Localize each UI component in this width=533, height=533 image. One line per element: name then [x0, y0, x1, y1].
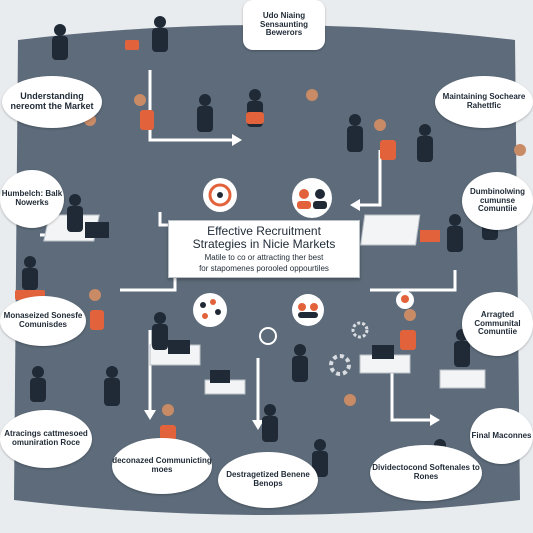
label-dividectocond-text: Dividectocond Softenales to Rones: [372, 463, 480, 481]
team-icon-2: [292, 294, 324, 326]
label-dumbinolwing-text: Dumbinolwing cumunse Comuntiie: [469, 186, 526, 214]
network-icon: [193, 293, 227, 327]
center-subtitle-line1: Matile to co or attracting ther best: [204, 253, 324, 262]
arrow-heads: [144, 134, 440, 430]
label-understanding-text: Understanding nereomt the Market: [10, 91, 94, 111]
label-understanding: Understanding nereomt the Market: [2, 76, 102, 128]
laptop-icon: [85, 222, 440, 383]
gear-icon: [329, 321, 369, 376]
label-humbelch: Humbelch: Balk Nowerks: [0, 170, 64, 228]
label-monaseized: Monaseized Sonesfe Comunisdes: [0, 296, 86, 346]
label-dividectocond: Dividectocond Softenales to Rones: [370, 445, 482, 501]
center-title-card: Effective Recruitment Strategies in Nici…: [168, 220, 360, 278]
label-destragetized-text: Destragetized Benene Benops: [226, 470, 310, 488]
label-monaseized-text: Monaseized Sonesfe Comunisdes: [3, 311, 83, 329]
label-maintaining: Maintaining Socheare Rahettfic: [435, 76, 533, 128]
label-arragted-text: Arragted Communital Comuntiie: [474, 309, 521, 337]
label-deconazed-text: deconazed Communicting moes: [112, 456, 212, 474]
label-humbelch-text: Humbelch: Balk Nowerks: [1, 189, 63, 207]
label-maintaining-text: Maintaining Socheare Rahettfic: [442, 92, 526, 110]
chat-icon: [259, 327, 277, 345]
team-icon: [292, 178, 332, 218]
label-final: Final Maconnes: [470, 408, 533, 464]
lightbulb-icon: [396, 291, 414, 309]
label-top-center: Udo Niaing Sensaunting Bewerors: [243, 0, 325, 50]
label-atracings-text: Atracings cattmesoed omuniration Roce: [4, 429, 88, 447]
target-icon: [203, 178, 237, 212]
label-final-text: Final Maconnes: [471, 430, 532, 440]
label-atracings: Atracings cattmesoed omuniration Roce: [0, 410, 92, 468]
people-figures: [15, 16, 526, 477]
label-deconazed: deconazed Communicting moes: [112, 438, 212, 494]
center-title-line1: Effective Recruitment: [207, 224, 321, 238]
label-dumbinolwing: Dumbinolwing cumunse Comuntiie: [462, 172, 533, 230]
label-arragted: Arragted Communital Comuntiie: [462, 292, 533, 356]
label-top-center-text: Udo Niaing Sensaunting Bewerors: [259, 10, 308, 38]
center-subtitle-line2: for stapomenes porooled oppourtiles: [199, 264, 329, 273]
label-destragetized: Destragetized Benene Benops: [218, 452, 318, 508]
center-title-line2: Strategies in Nicie Markets: [192, 237, 336, 251]
desks: [43, 214, 486, 395]
